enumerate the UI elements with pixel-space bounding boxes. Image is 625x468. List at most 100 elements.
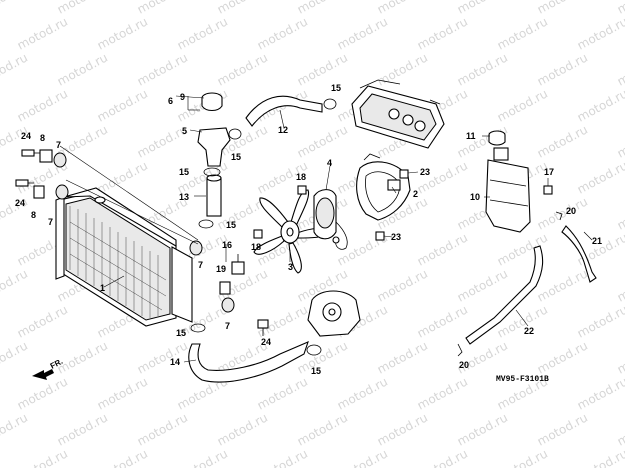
watermark-text: motod.ru xyxy=(535,122,590,160)
callout-7d: 7 xyxy=(225,321,230,331)
watermark-text: motod.ru xyxy=(215,410,270,448)
callout-15a: 15 xyxy=(331,83,341,93)
watermark-text: motod.ru xyxy=(615,50,625,88)
watermark-text: motod.ru xyxy=(0,50,30,88)
callout-8b: 8 xyxy=(31,210,36,220)
fasteners xyxy=(15,98,563,357)
callout-4: 4 xyxy=(327,158,332,168)
hose-upper[interactable] xyxy=(245,95,323,127)
watermark-text: motod.ru xyxy=(335,446,390,468)
callout-15d: 15 xyxy=(226,220,236,230)
callout-3: 3 xyxy=(288,262,293,272)
callout-24c: 24 xyxy=(261,337,271,347)
callout-16: 16 xyxy=(222,240,232,250)
watermark-text: motod.ru xyxy=(535,50,590,88)
watermark-text: motod.ru xyxy=(295,50,350,88)
watermark-text: motod.ru xyxy=(0,338,30,376)
watermark-text: motod.ru xyxy=(535,338,590,376)
engine-head-cover xyxy=(351,79,445,149)
watermark-text: motod.ru xyxy=(575,86,625,124)
watermark-text: motod.ru xyxy=(175,446,230,468)
callout-20a: 20 xyxy=(566,206,576,216)
callout-13: 13 xyxy=(179,192,189,202)
watermark-text: motod.ru xyxy=(135,410,190,448)
leader-lines xyxy=(59,95,593,363)
watermark-text: motod.ru xyxy=(455,50,510,88)
callout-7c: 7 xyxy=(198,260,203,270)
watermark-text: motod.ru xyxy=(415,374,470,412)
watermark-text: motod.ru xyxy=(615,0,625,17)
watermark-text: motod.ru xyxy=(615,266,625,304)
callout-20b: 20 xyxy=(459,360,469,370)
watermark-text: motod.ru xyxy=(135,338,190,376)
watermark-text: motod.ru xyxy=(415,446,470,468)
watermark-text: motod.ru xyxy=(0,266,30,304)
fan-motor[interactable] xyxy=(313,189,348,250)
callout-1: 1 xyxy=(100,283,105,293)
watermark-text: motod.ru xyxy=(615,194,625,232)
watermark-text: motod.ru xyxy=(575,302,625,340)
radiator-core[interactable] xyxy=(55,187,193,327)
callout-12: 12 xyxy=(278,125,288,135)
callout-14: 14 xyxy=(170,357,180,367)
reserve-tank-cap[interactable] xyxy=(488,130,506,146)
callout-9: 9 xyxy=(180,92,185,102)
watermark-text: motod.ru xyxy=(535,266,590,304)
filler-neck[interactable] xyxy=(197,127,231,167)
watermark-text: motod.ru xyxy=(375,338,430,376)
watermark-text: motod.ru xyxy=(575,14,625,52)
watermark-text: motod.ru xyxy=(55,338,110,376)
radiator-cap[interactable] xyxy=(201,92,223,112)
watermark-text: motod.ru xyxy=(575,374,625,412)
callout-7a: 7 xyxy=(56,140,61,150)
watermark-text: motod.ru xyxy=(255,446,310,468)
cooling-fan[interactable] xyxy=(253,189,330,274)
watermark-text: motod.ru xyxy=(375,410,430,448)
watermark-text: motod.ru xyxy=(95,446,150,468)
fan-shroud[interactable] xyxy=(356,153,411,221)
watermark-text: motod.ru xyxy=(615,338,625,376)
watermark-text: motod.ru xyxy=(0,410,30,448)
watermark-text: motod.ru xyxy=(95,374,150,412)
callout-15c: 15 xyxy=(179,167,189,177)
callout-10: 10 xyxy=(470,192,480,202)
watermark-text: motod.ru xyxy=(255,14,310,52)
reserve-tank[interactable] xyxy=(485,147,531,233)
thermo-switch[interactable] xyxy=(219,254,245,295)
callout-23b: 23 xyxy=(391,232,401,242)
water-pump xyxy=(307,290,361,337)
callout-11: 11 xyxy=(466,131,476,141)
callout-6: 6 xyxy=(168,96,173,106)
watermark-text: motod.ru xyxy=(455,338,510,376)
watermark-text: motod.ru xyxy=(615,122,625,160)
watermark-text: motod.ru xyxy=(335,374,390,412)
watermark-text: motod.ru xyxy=(495,14,550,52)
callout-17: 17 xyxy=(544,167,554,177)
watermark-text: motod.ru xyxy=(375,50,430,88)
watermark-text: motod.ru xyxy=(575,446,625,468)
watermark-text: motod.ru xyxy=(455,410,510,448)
callout-22: 22 xyxy=(524,326,534,336)
watermark-text: motod.ru xyxy=(55,410,110,448)
water-pipe[interactable] xyxy=(206,174,222,217)
watermark-text: motod.ru xyxy=(615,410,625,448)
watermark-text: motod.ru xyxy=(415,158,470,196)
watermark-text: motod.ru xyxy=(535,410,590,448)
watermark-text: motod.ru xyxy=(295,122,350,160)
callout-24b: 24 xyxy=(15,198,25,208)
watermark-text: motod.ru xyxy=(175,158,230,196)
callout-15f: 15 xyxy=(311,366,321,376)
hose-lower[interactable] xyxy=(188,341,309,383)
watermark-text: motod.ru xyxy=(0,0,30,17)
watermark-text: motod.ru xyxy=(455,266,510,304)
watermark-text: motod.ru xyxy=(495,446,550,468)
watermark-text: motod.ru xyxy=(295,410,350,448)
watermark-text: motod.ru xyxy=(15,14,70,52)
callout-8a: 8 xyxy=(40,133,45,143)
siphon-tube[interactable] xyxy=(561,225,597,283)
callout-18b: 18 xyxy=(251,242,261,252)
callout-18a: 18 xyxy=(296,172,306,182)
watermark-text: motod.ru xyxy=(415,302,470,340)
watermark-text: motod.ru xyxy=(415,14,470,52)
overflow-tube[interactable] xyxy=(465,245,544,345)
